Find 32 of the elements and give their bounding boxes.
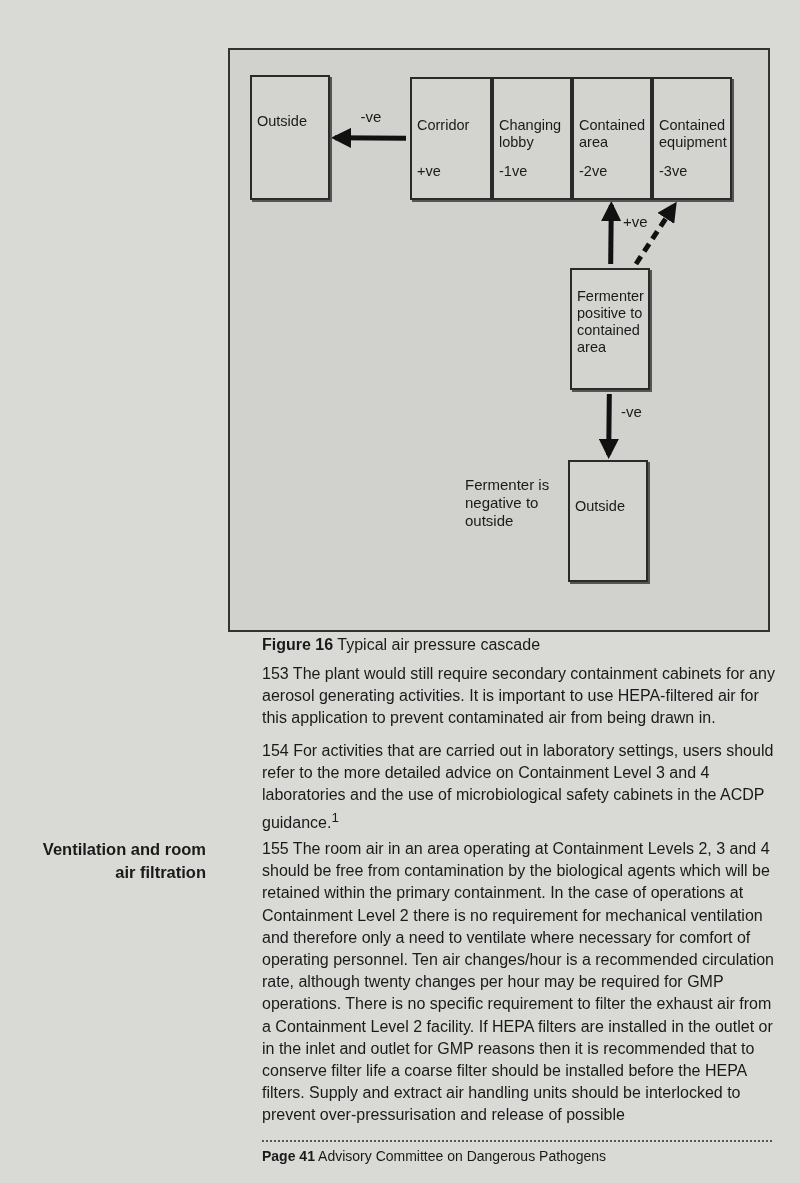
- arrow: [601, 201, 622, 265]
- room-box: [652, 77, 732, 200]
- paragraph: 154 For activities that are carried out in laboratory settings, users should refer to the more detailed advice on Containment Level 3 and 4 laboratories and the use of microbiological safety cabinets in the ACDP guidance.$^{1}$: [262, 741, 775, 833]
- paragraph: 155 The room air in an area operating at Containment Levels 2, 3 and 4 should be free from contamination by the biological agents which will be retained within the primary containment. In the case of operations at Containment Level 2 there is no requirement for mechanical ventilation and therefore only a need to ventilate where necessary for comfort of operating personnel. Ten air changes/hour is a recommended circulation rate, although twenty changes per hour may be required for GMP operations. There is no specific requirement to filter the exhaust air from a Containment Level 2 facility. If HEPA filters are installed in the outlet or in the inlet and outlet for GMP reasons then it is recommended that to conserve filter life a coarse filter should be installed before the HEPA filters. Supply and extract air handling units should be interlocked to prevent over-pressurisation and release of possible: [262, 839, 775, 1126]
- room-name: Corridor: [417, 117, 471, 134]
- room-name: Outside: [575, 498, 626, 515]
- room-box: [570, 268, 650, 390]
- edge-label: -ve: [621, 402, 642, 420]
- edge-label: +ve: [623, 212, 648, 230]
- figure-caption: Figure 16 Typical air pressure cascade: [262, 636, 541, 654]
- room-name: Fermenter positive to contained area: [577, 288, 645, 356]
- arrow: [331, 127, 406, 148]
- side-heading: Ventilation and room air filtration: [41, 839, 206, 883]
- room-name: Outside: [257, 113, 308, 130]
- room-box: [492, 77, 572, 200]
- arrow: [598, 393, 619, 459]
- arrow: [633, 201, 677, 266]
- page-footer: Page 41 Advisory Committee on Dangerous Pathogens: [262, 1148, 606, 1164]
- room-box: [250, 75, 330, 200]
- edge-label: -ve: [360, 108, 382, 125]
- fermenter-note: Fermenter is negative to outside: [465, 476, 551, 530]
- pressure-label: +ve: [417, 163, 442, 180]
- pressure-label: -1ve: [499, 163, 529, 180]
- room-name: Changing lobby: [499, 117, 563, 151]
- pressure-label: -3ve: [659, 163, 689, 180]
- room-box: [410, 77, 492, 200]
- room-box: [568, 460, 648, 582]
- pressure-label: -2ve: [579, 163, 609, 180]
- room-box: [572, 77, 652, 200]
- room-name: Contained equipment: [659, 117, 728, 151]
- paragraph: 153 The plant would still require secondary containment cabinets for any aerosol generating activities. It is important to use HEPA-filtered air for this application to prevent contaminated air from being drawn in.: [262, 664, 776, 729]
- room-name: Contained area: [579, 117, 647, 151]
